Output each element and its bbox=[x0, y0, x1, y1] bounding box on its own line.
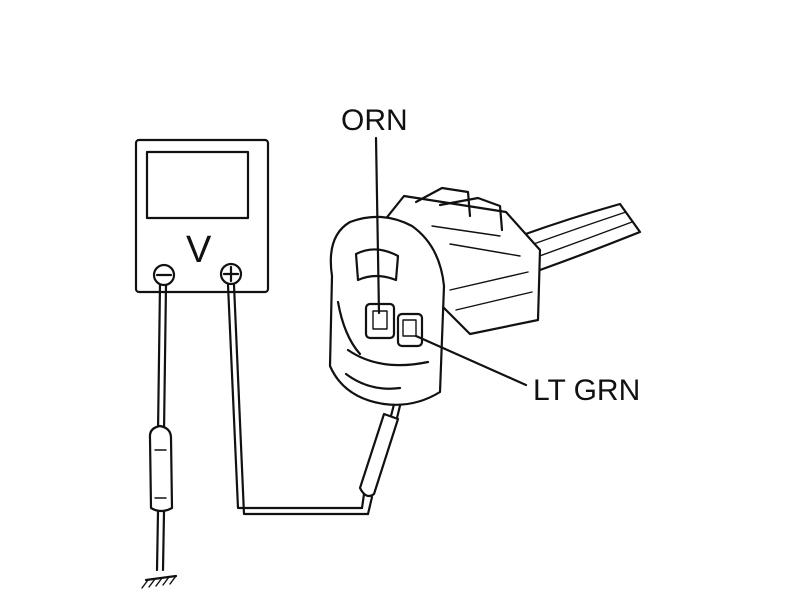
negative-test-lead bbox=[148, 283, 174, 572]
voltmeter-symbol: V bbox=[186, 229, 212, 271]
positive-terminal-icon bbox=[219, 262, 243, 286]
orn-wire-label: ORN bbox=[341, 104, 408, 137]
voltmeter: V bbox=[134, 138, 270, 294]
ground-symbol-icon bbox=[141, 574, 178, 589]
lt-grn-wire-label: LT GRN bbox=[533, 374, 640, 407]
wire-harness-connector bbox=[328, 186, 642, 406]
orn-leader-line bbox=[374, 136, 381, 315]
ltgrn-leader-line bbox=[414, 334, 528, 387]
negative-terminal-icon bbox=[152, 263, 176, 287]
